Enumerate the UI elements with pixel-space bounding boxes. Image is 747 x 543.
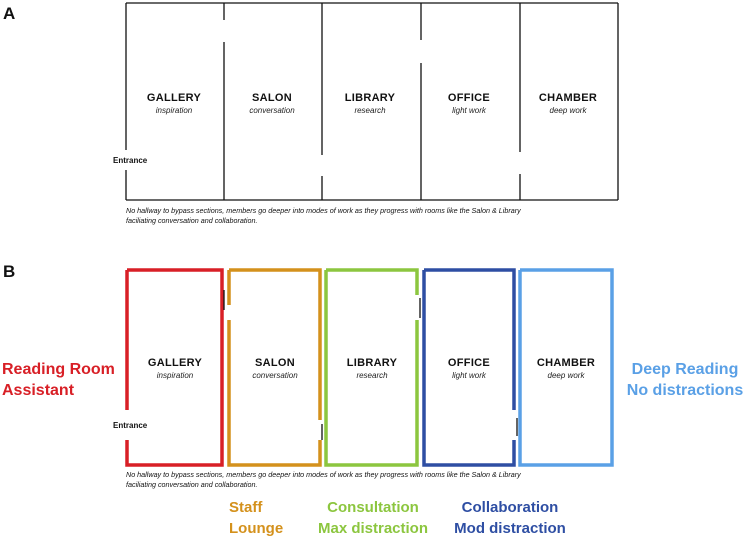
panel-b-entrance-label: Entrance (113, 421, 148, 430)
label-consultation: Consultation Max distraction (310, 497, 436, 539)
panel-a-room-salon: SALON (252, 92, 292, 104)
panel-a-caption-line2: faciliating conversation and collaborati… (126, 216, 258, 225)
panel-b-room-chamber-sub: deep work (547, 371, 585, 380)
panel-a-letter: A (3, 4, 16, 23)
panel-a-room-chamber: CHAMBER (538, 92, 598, 104)
panel-a-room-chamber-sub: deep work (549, 106, 587, 115)
panel-b-room-gallery-sub: inspiration (156, 371, 194, 380)
label-consultation-line1: Consultation (327, 499, 419, 516)
panel-a-room-library-sub: research (354, 106, 386, 115)
label-reading-room-assistant: Reading Room Assistant (2, 359, 115, 401)
panel-b-room-office: OFFICE (447, 357, 491, 369)
panel-a-room-salon-sub: conversation (249, 106, 295, 115)
label-reading-room-line1: Reading Room (2, 361, 115, 378)
panel-a-caption-line1: No hallway to bypass sections, members g… (126, 206, 521, 215)
panel-a-room-gallery-sub: inspiration (155, 106, 193, 115)
label-deep-reading-line1: Deep Reading (631, 361, 739, 378)
panel-b-room-library: LIBRARY (346, 357, 398, 369)
panel-b-room-office-sub: light work (452, 371, 486, 380)
panel-a-caption: No hallway to bypass sections, members g… (126, 206, 596, 226)
panel-b-room-library-sub: research (356, 371, 388, 380)
label-collaboration-line1: Collaboration (461, 499, 559, 516)
panel-b-caption: No hallway to bypass sections, members g… (126, 470, 596, 490)
panel-b-room-chamber: CHAMBER (536, 357, 596, 369)
label-staff-lounge-line1: Staff (229, 499, 263, 516)
panel-b-room-salon-sub: conversation (252, 371, 298, 380)
panel-b-caption-line2: faciliating conversation and collaborati… (126, 480, 258, 489)
panel-a-room-office-sub: light work (452, 106, 486, 115)
label-deep-reading: Deep Reading No distractions (626, 359, 744, 401)
label-collaboration-line2: Mod distraction (454, 520, 566, 537)
panel-a-room-library: LIBRARY (344, 92, 396, 104)
panel-a-room-office: OFFICE (447, 92, 491, 104)
label-staff-lounge-line2: Lounge (229, 520, 284, 537)
label-consultation-line2: Max distraction (317, 520, 429, 537)
panel-b-letter: B (3, 262, 16, 281)
panel-b-room-gallery: GALLERY (147, 357, 203, 369)
panel-a-room-gallery: GALLERY (146, 92, 202, 104)
label-collaboration: Collaboration Mod distraction (440, 497, 580, 539)
panel-b-room-salon: SALON (255, 357, 295, 369)
label-staff-lounge: Staff Lounge (229, 497, 283, 539)
label-deep-reading-line2: No distractions (626, 382, 744, 399)
label-reading-room-line2: Assistant (2, 382, 75, 399)
panel-a-entrance-label: Entrance (113, 156, 148, 165)
panel-b-caption-line1: No hallway to bypass sections, members g… (126, 470, 521, 479)
